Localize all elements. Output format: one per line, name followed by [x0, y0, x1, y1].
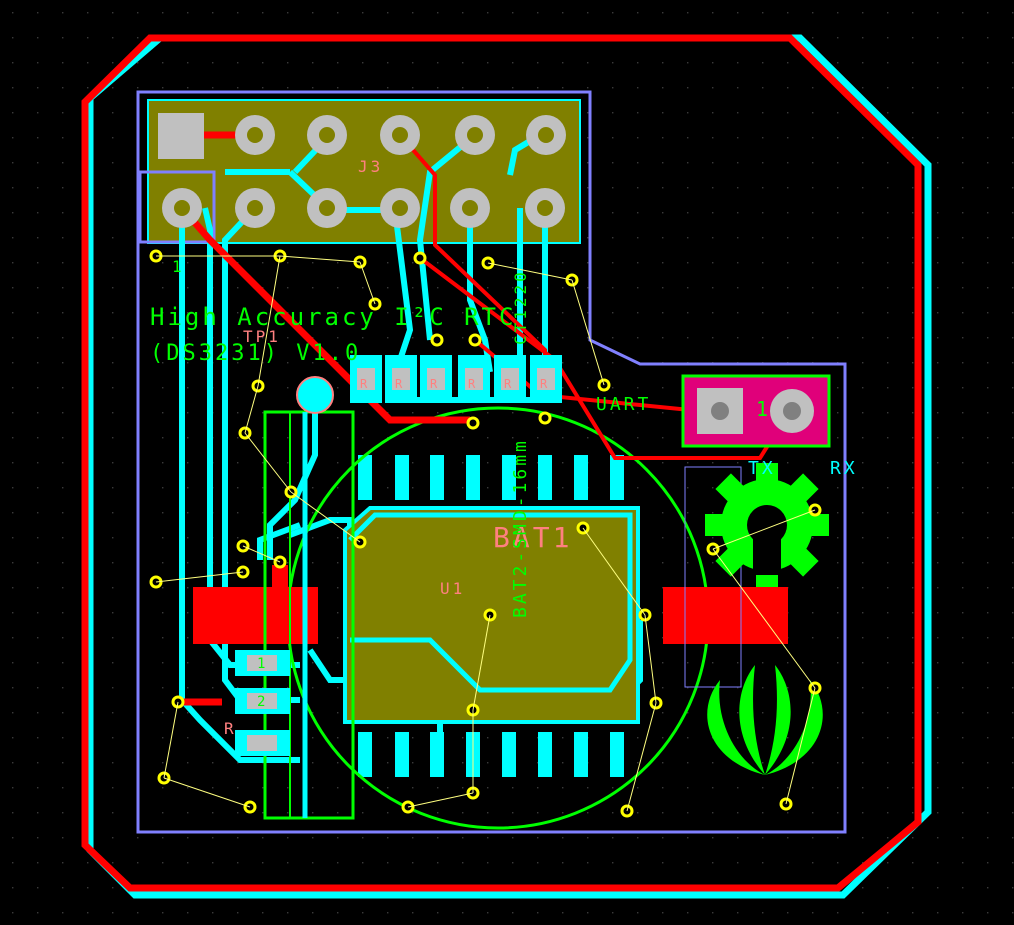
resistor-array: [350, 355, 562, 403]
resistor-array-labels: R R R R R R: [360, 377, 550, 391]
u1-pins-bottom: [358, 732, 624, 777]
top-copper-outline: [81, 34, 922, 892]
tx-label: TX: [748, 458, 776, 479]
cap-footprint: CT1220: [511, 269, 530, 345]
j3-pads: [158, 113, 566, 228]
uart-pin2-hole: [783, 402, 801, 420]
r-ref: R: [224, 719, 237, 738]
u1-ref: U1: [440, 579, 465, 598]
j3-pin1-label: 1: [172, 257, 185, 276]
j3-pin1-pad: [158, 113, 204, 159]
svg-text:R: R: [504, 377, 514, 391]
r2-ref: 2: [257, 694, 268, 710]
bat1-ref: BAT1: [493, 521, 572, 554]
svg-text:R: R: [360, 377, 370, 391]
svg-text:R: R: [540, 377, 550, 391]
bat1-pad-left: [193, 587, 318, 644]
bat1-pad-right: [663, 587, 788, 644]
u1-inner-trace: [348, 512, 633, 693]
uart-pin1-hole: [711, 402, 729, 420]
board-title-line1: High Accuracy I²C RTC: [150, 303, 516, 331]
tp1-pad: [296, 376, 334, 414]
logo-keepout: [684, 466, 742, 688]
resistor-stack: [235, 650, 290, 756]
uart-label: UART: [596, 394, 651, 415]
r1-ref: 1: [257, 656, 268, 672]
uart-pin1-label: 1: [756, 397, 771, 421]
board-outline: [136, 90, 847, 834]
oshw-gear-icon: [705, 463, 829, 587]
board-title-line2: (DS3231) V1.0: [150, 341, 361, 366]
ratsnest: [155, 255, 816, 812]
rx-label: RX: [830, 458, 858, 479]
svg-text:R: R: [468, 377, 478, 391]
leaf-logo-icon: [707, 665, 823, 775]
u1-pins-top: [358, 455, 624, 500]
j3-ref: J3: [358, 157, 383, 176]
vias: [149, 249, 822, 818]
bat1-footprint: BAT2-SMD-16mm: [510, 438, 531, 618]
svg-text:R: R: [395, 377, 405, 391]
bat1-pad-stub: [272, 565, 288, 593]
svg-text:R: R: [430, 377, 440, 391]
bottom-copper-outline: [86, 34, 932, 899]
j3-pin1-outline: [138, 170, 216, 244]
tp1-ref: TP1: [243, 327, 281, 346]
